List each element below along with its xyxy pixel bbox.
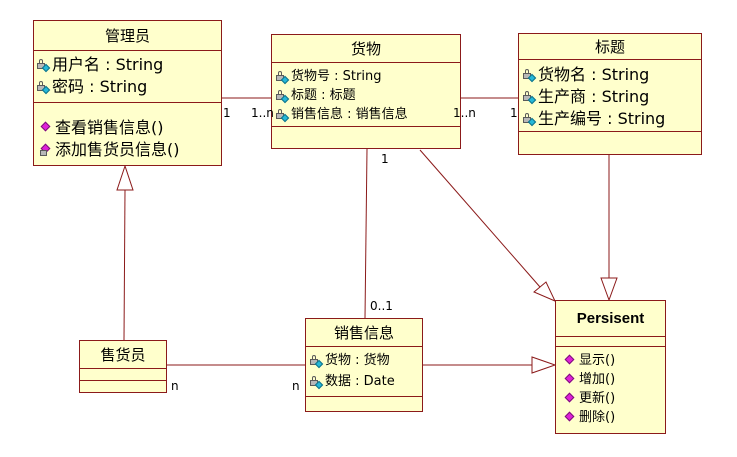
class-title[interactable]: 标题 货物名 : String 生产商 : String 生产编号 : Stri… [518, 33, 702, 155]
operation-row: 删除() [564, 408, 665, 427]
attribute-text: 生产编号 : String [538, 109, 666, 128]
class-persisent-name: Persisent [556, 301, 665, 337]
operation-text: 删除() [579, 410, 616, 425]
class-sales[interactable]: 销售信息 货物 : 货物 数据 : Date [305, 318, 423, 412]
inheritance-clerk-admin-arrowhead [116, 164, 134, 191]
public-operation-icon [564, 354, 576, 367]
attribute-text: 销售信息 : 销售信息 [291, 107, 408, 122]
class-sales-name: 销售信息 [306, 319, 422, 347]
attribute-row: 标题 : 标题 [276, 86, 460, 105]
public-operation-icon [564, 392, 576, 405]
inheritance-clerk-admin-line [123, 189, 126, 341]
multiplicity-clerk-sales-left: n [171, 379, 179, 393]
attribute-row: 生产商 : String [523, 86, 701, 108]
class-sales-attributes: 货物 : 货物 数据 : Date [306, 347, 422, 397]
private-attribute-icon [523, 113, 537, 127]
private-attribute-icon [310, 354, 324, 368]
attribute-text: 生产商 : String [538, 87, 650, 106]
attribute-text: 标题 : 标题 [291, 88, 356, 103]
private-attribute-icon [37, 81, 51, 95]
private-attribute-icon [276, 70, 290, 84]
association-goods-sales [364, 148, 368, 319]
operation-row: 显示() [564, 351, 665, 370]
public-operation-icon [40, 121, 52, 134]
attribute-row: 密码 : String [37, 76, 221, 98]
attribute-row: 货物号 : String [276, 67, 460, 86]
inheritance-title-persisent-arrowhead [600, 277, 618, 302]
class-goods[interactable]: 货物 货物号 : String 标题 : 标题 销售信息 : 销售信息 [271, 34, 461, 149]
multiplicity-admin-goods-left: 1 [223, 106, 231, 120]
operation-text: 查看销售信息() [55, 118, 164, 137]
class-persisent-attributes [556, 337, 665, 347]
public-operation-icon [564, 411, 576, 424]
multiplicity-goods-sales-bottom: 0..1 [370, 299, 393, 313]
private-attribute-icon [37, 59, 51, 73]
private-attribute-icon [276, 89, 290, 103]
attribute-text: 数据 : Date [325, 374, 395, 389]
private-attribute-icon [523, 91, 537, 105]
attribute-text: 用户名 : String [52, 55, 164, 74]
operation-text: 添加售货员信息() [55, 140, 180, 159]
private-attribute-icon [276, 108, 290, 122]
inheritance-sales-persisent-arrowhead [531, 356, 557, 374]
inheritance-goods-persisent-arrowhead [533, 281, 557, 302]
inheritance-goods-persisent-line [419, 149, 541, 288]
attribute-text: 密码 : String [52, 77, 148, 96]
attribute-text: 货物号 : String [291, 69, 382, 84]
operation-text: 更新() [579, 391, 616, 406]
class-clerk-name: 售货员 [80, 341, 166, 369]
class-title-attributes: 货物名 : String 生产商 : String 生产编号 : String [519, 60, 701, 132]
multiplicity-goods-sales-top: 1 [381, 152, 389, 166]
class-clerk-attributes [80, 369, 166, 381]
multiplicity-clerk-sales-right: n [292, 379, 300, 393]
class-admin-attributes: 用户名 : String 密码 : String [34, 51, 221, 103]
multiplicity-goods-title-left: 1..n [453, 106, 476, 120]
attribute-row: 用户名 : String [37, 54, 221, 76]
attribute-row: 销售信息 : 销售信息 [276, 105, 460, 124]
operation-row: 添加售货员信息() [40, 139, 221, 161]
private-attribute-icon [523, 69, 537, 83]
class-persisent[interactable]: Persisent 显示() 增加() 更新() 删除() [555, 300, 666, 434]
multiplicity-admin-goods-right: 1..n [251, 106, 274, 120]
attribute-row: 货物名 : String [523, 64, 701, 86]
class-admin-operations: 查看销售信息() 添加售货员信息() [34, 103, 221, 161]
operation-row: 更新() [564, 389, 665, 408]
operation-text: 增加() [579, 372, 616, 387]
class-persisent-operations: 显示() 增加() 更新() 删除() [556, 347, 665, 427]
attribute-text: 货物名 : String [538, 65, 650, 84]
class-title-name: 标题 [519, 34, 701, 60]
operation-text: 显示() [579, 353, 616, 368]
private-attribute-icon [310, 375, 324, 389]
class-goods-name: 货物 [272, 35, 460, 63]
attribute-text: 货物 : 货物 [325, 353, 390, 368]
class-clerk[interactable]: 售货员 [79, 340, 167, 393]
class-admin-name: 管理员 [34, 21, 221, 51]
protected-operation-icon [40, 143, 52, 156]
attribute-row: 数据 : Date [310, 371, 422, 392]
class-admin[interactable]: 管理员 用户名 : String 密码 : String 查看销售信息() 添加… [33, 20, 222, 166]
operation-row: 查看销售信息() [40, 117, 221, 139]
attribute-row: 生产编号 : String [523, 108, 701, 130]
attribute-row: 货物 : 货物 [310, 350, 422, 371]
multiplicity-goods-title-right: 1 [510, 106, 518, 120]
public-operation-icon [564, 373, 576, 386]
operation-row: 增加() [564, 370, 665, 389]
class-goods-attributes: 货物号 : String 标题 : 标题 销售信息 : 销售信息 [272, 63, 460, 127]
